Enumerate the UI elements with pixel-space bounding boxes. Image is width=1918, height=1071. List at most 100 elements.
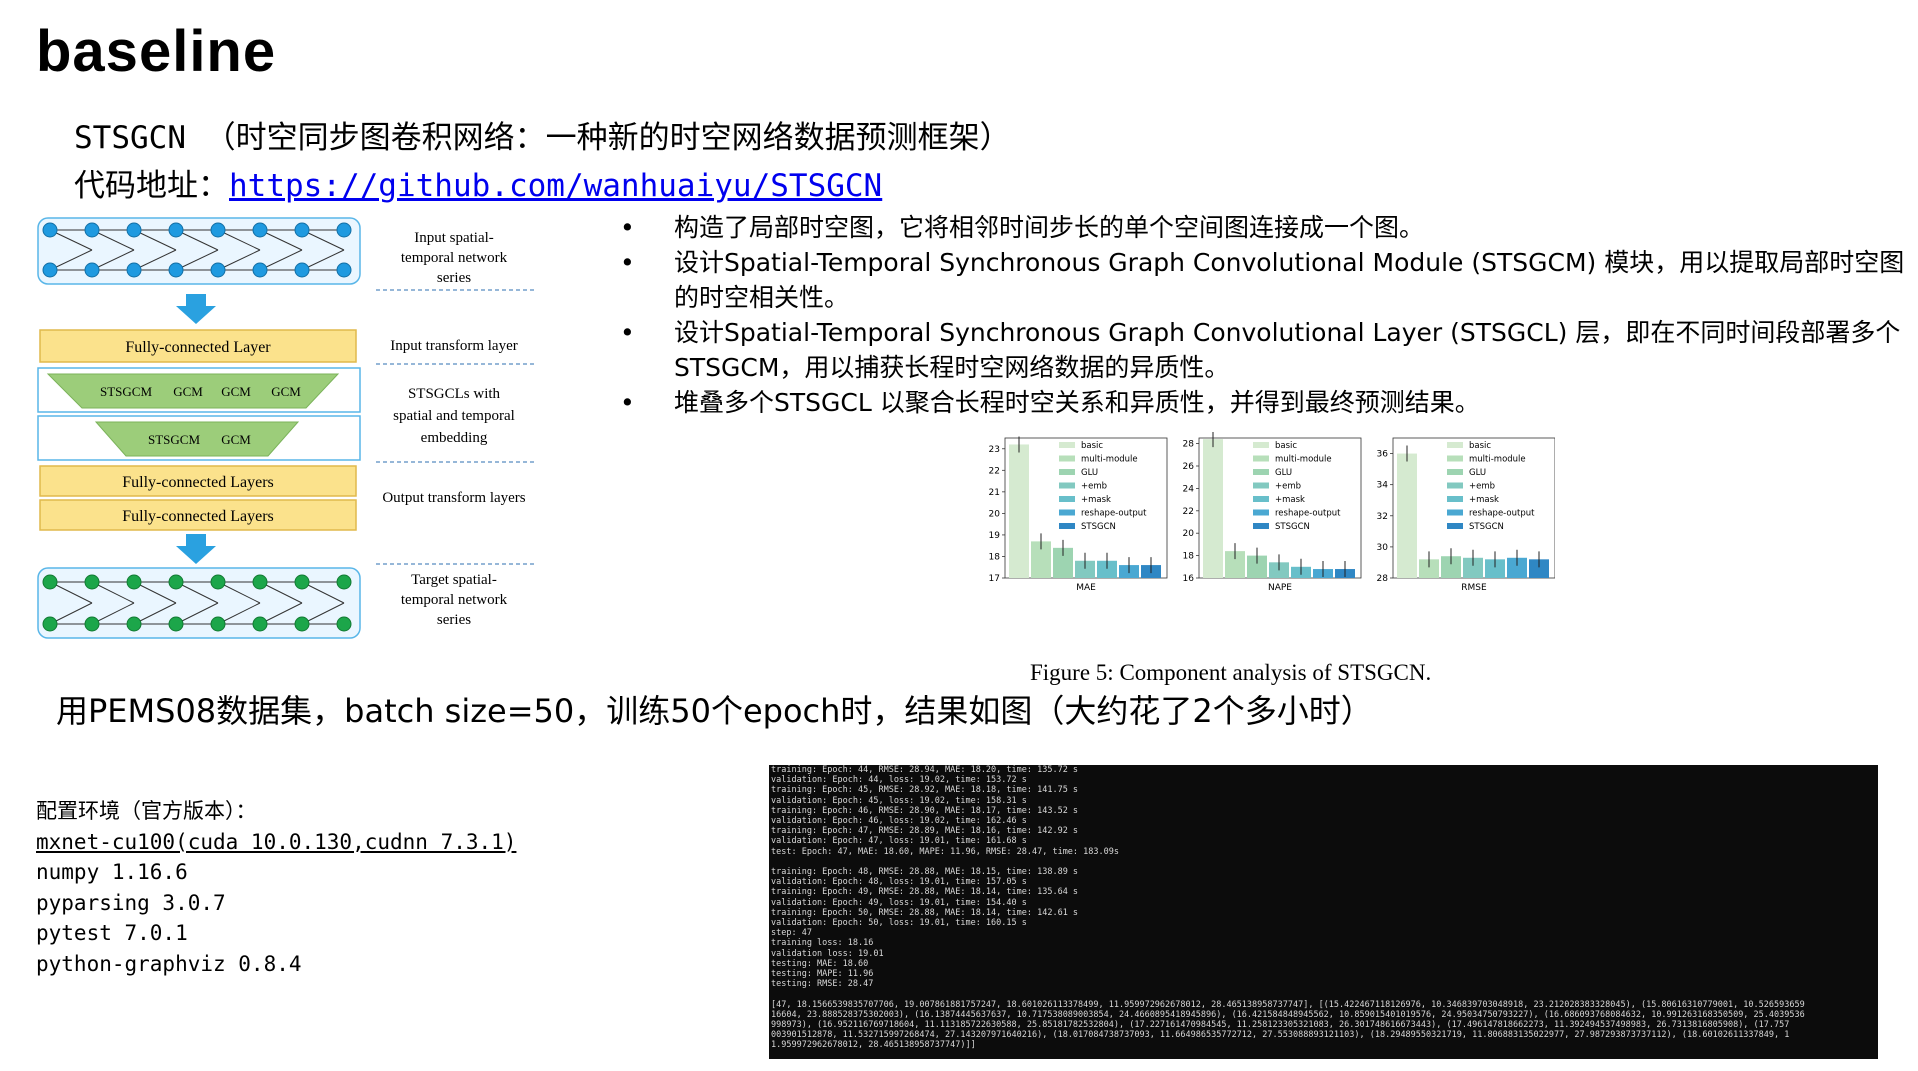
bar bbox=[1485, 559, 1505, 578]
graph-node bbox=[126, 262, 142, 278]
terminal-line: validation: Epoch: 44, loss: 19.02, time… bbox=[771, 775, 1027, 786]
graph-edge bbox=[217, 581, 261, 604]
stsgcm-label-2: STSGCM bbox=[148, 432, 200, 447]
graph-node bbox=[294, 262, 310, 278]
legend-label: reshape-output bbox=[1469, 509, 1535, 519]
terminal-line: training: Epoch: 45, RMSE: 28.92, MAE: 1… bbox=[771, 785, 1079, 796]
bar bbox=[1225, 551, 1245, 578]
legend-label: STSGCN bbox=[1469, 522, 1504, 532]
graph-node bbox=[168, 262, 184, 278]
fc-layers-output-2 bbox=[39, 499, 357, 531]
bar bbox=[1441, 556, 1461, 578]
experiment-description: 用PEMS08数据集，batch size=50，训练50个epoch时，结果如… bbox=[56, 692, 1373, 730]
input-label-line-2: temporal network bbox=[401, 250, 508, 266]
legend-label: +mask bbox=[1275, 495, 1305, 505]
graph-node bbox=[210, 222, 226, 238]
graph-edge bbox=[133, 229, 177, 251]
terminal-line: training: Epoch: 46, RMSE: 28.90, MAE: 1… bbox=[771, 805, 1079, 816]
input-label-line-1: Input spatial- bbox=[414, 230, 494, 246]
stsgcl-label-line-3: embedding bbox=[421, 430, 488, 446]
env-heading: 配置环境（官方版本）： bbox=[36, 799, 257, 823]
training-log-terminal: training: Epoch: 44, RMSE: 28.94, MAE: 1… bbox=[769, 765, 1878, 1059]
graph-node bbox=[84, 222, 100, 238]
legend-swatch bbox=[1447, 482, 1463, 489]
env-item-mxnet: mxnet-cu100(cuda 10.0.130,cudnn 7.3.1) bbox=[36, 829, 517, 854]
graph-edge bbox=[91, 249, 135, 271]
github-link[interactable]: https://github.com/wanhuaiyu/STSGCN bbox=[229, 168, 883, 204]
code-address-line: 代码地址：https://github.com/wanhuaiyu/STSGCN bbox=[74, 160, 882, 205]
graph-node bbox=[168, 574, 184, 590]
terminal-line: validation: Epoch: 50, loss: 19.01, time… bbox=[771, 918, 1027, 929]
bar bbox=[1053, 547, 1073, 578]
env-item-pyparsing: pyparsing 3.0.7 bbox=[36, 890, 226, 915]
legend-label: reshape-output bbox=[1081, 509, 1147, 519]
stsgcn-architecture-diagram: Fully-connected Layer STSGCM GCM GCM GCM… bbox=[37, 217, 534, 639]
legend-label: STSGCN bbox=[1275, 522, 1310, 532]
legend-swatch bbox=[1253, 523, 1269, 529]
bar bbox=[1247, 555, 1267, 578]
graph-node bbox=[252, 574, 268, 590]
terminal-line: testing: MAE: 18.60 bbox=[771, 958, 869, 969]
bar bbox=[1419, 559, 1439, 578]
stsgcm-trapezoid-1 bbox=[46, 373, 340, 409]
bar bbox=[1463, 557, 1483, 578]
graph-node bbox=[252, 262, 268, 278]
bullet-item-4: •堆叠多个STSGCL 以聚合长程时空关系和异质性，并得到最终预测结果。 bbox=[620, 385, 1910, 420]
legend-swatch bbox=[1447, 442, 1463, 448]
y-tick-label: 32 bbox=[1377, 512, 1388, 522]
target-label-line-2: temporal network bbox=[401, 592, 508, 608]
page-title: baseline bbox=[36, 19, 277, 84]
y-tick-label: 19 bbox=[989, 531, 1001, 541]
y-tick-label: 20 bbox=[1183, 529, 1195, 539]
graph-edge bbox=[217, 249, 261, 271]
gcm-label-3: GCM bbox=[271, 384, 301, 399]
y-tick-label: 34 bbox=[1377, 481, 1389, 491]
terminal-line bbox=[769, 989, 1878, 999]
bar bbox=[1529, 559, 1549, 578]
terminal-line: training: Epoch: 49, RMSE: 28.88, MAE: 1… bbox=[771, 887, 1079, 898]
fc-layer-input-label: Fully-connected Layer bbox=[125, 339, 271, 356]
terminal-line: training loss: 18.16 bbox=[771, 938, 874, 949]
legend-label: +mask bbox=[1469, 495, 1499, 505]
legend-swatch bbox=[1447, 496, 1463, 502]
legend-label: basic bbox=[1081, 441, 1103, 451]
figure-caption: Figure 5: Component analysis of STSGCN. bbox=[1030, 660, 1432, 685]
terminal-line: validation: Epoch: 47, loss: 19.01, time… bbox=[771, 836, 1027, 847]
graph-node bbox=[126, 574, 142, 590]
terminal-line: testing: MAPE: 11.96 bbox=[771, 969, 874, 980]
graph-node bbox=[84, 574, 100, 590]
legend-label: +emb bbox=[1469, 482, 1495, 492]
graph-edge bbox=[49, 229, 93, 251]
env-item-graphviz: python-graphviz 0.8.4 bbox=[36, 951, 302, 976]
bullet-dot: • bbox=[620, 248, 635, 277]
graph-node bbox=[336, 616, 352, 632]
input-graph-box bbox=[37, 217, 361, 285]
legend-swatch bbox=[1447, 469, 1463, 475]
bar bbox=[1203, 439, 1223, 578]
legend-swatch bbox=[1447, 523, 1463, 529]
graph-node bbox=[294, 574, 310, 590]
terminal-line: training: Epoch: 48, RMSE: 28.88, MAE: 1… bbox=[771, 867, 1079, 878]
graph-node bbox=[252, 222, 268, 238]
target-label-line-3: series bbox=[437, 612, 471, 628]
terminal-line: validation: Epoch: 49, loss: 19.01, time… bbox=[771, 897, 1027, 908]
terminal-line: training: Epoch: 50, RMSE: 28.88, MAE: 1… bbox=[771, 907, 1079, 918]
legend-label: multi-module bbox=[1469, 455, 1526, 465]
graph-edge bbox=[259, 249, 303, 271]
bullet-item-3: •设计Spatial-Temporal Synchronous Graph Co… bbox=[620, 315, 1910, 385]
env-item-pytest: pytest 7.0.1 bbox=[36, 921, 188, 945]
graph-node bbox=[210, 262, 226, 278]
legend-swatch bbox=[1059, 482, 1075, 489]
legend-label: multi-module bbox=[1275, 455, 1332, 465]
graph-edge bbox=[49, 249, 93, 271]
legend-swatch bbox=[1447, 509, 1463, 516]
x-axis-label: MAE bbox=[1076, 583, 1096, 593]
bullet-text-1: 构造了局部时空图，它将相邻时间步长的单个空间图连接成一个图。 bbox=[674, 213, 1425, 242]
terminal-line bbox=[769, 857, 1878, 867]
graph-node bbox=[168, 616, 184, 632]
graph-edge bbox=[259, 229, 303, 251]
fc-layers-output-1-label: Fully-connected Layers bbox=[122, 474, 274, 491]
graph-node bbox=[42, 574, 58, 590]
graph-node bbox=[210, 616, 226, 632]
legend-swatch bbox=[1059, 523, 1075, 529]
